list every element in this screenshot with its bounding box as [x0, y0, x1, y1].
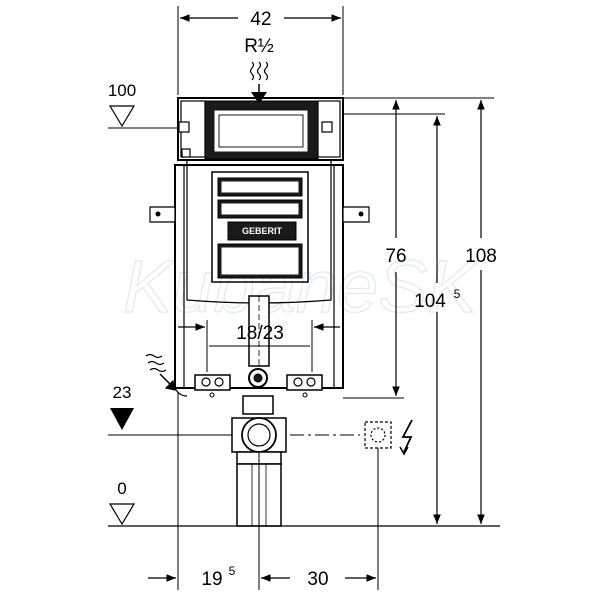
frame-height-label: 76	[385, 246, 406, 267]
right-offset-label: 30	[307, 569, 328, 590]
water-supply-icon	[249, 61, 269, 81]
electric-box-icon	[364, 419, 413, 456]
waste-water-icon	[145, 353, 176, 391]
mid-height-superscript: 5	[454, 287, 461, 301]
dim-heights: 76 104 5 108	[343, 97, 497, 524]
level-middle-label: 23	[113, 383, 132, 402]
dim-bottom-offsets: 19 5 30	[148, 392, 379, 590]
installation-frame	[149, 97, 370, 398]
total-height-label: 108	[465, 246, 497, 267]
brand-logo: GEBERIT	[242, 226, 283, 236]
dim-inner-width: 18/23	[178, 320, 340, 372]
left-offset-superscript: 5	[229, 564, 236, 578]
level-floor-marker: 0	[108, 479, 500, 527]
level-middle-marker: 23	[108, 383, 360, 436]
inner-width-label: 18/23	[236, 323, 284, 344]
level-top-marker: 100	[108, 81, 178, 129]
dim-top-width: 42	[177, 6, 344, 95]
top-width-label: 42	[250, 9, 271, 30]
thread-label: R½	[244, 36, 274, 57]
level-floor-label: 0	[117, 479, 126, 498]
mid-height-label: 104	[414, 291, 446, 312]
left-offset-label: 19	[201, 569, 222, 590]
level-top-label: 100	[108, 81, 136, 100]
drain-pipe	[231, 395, 287, 527]
